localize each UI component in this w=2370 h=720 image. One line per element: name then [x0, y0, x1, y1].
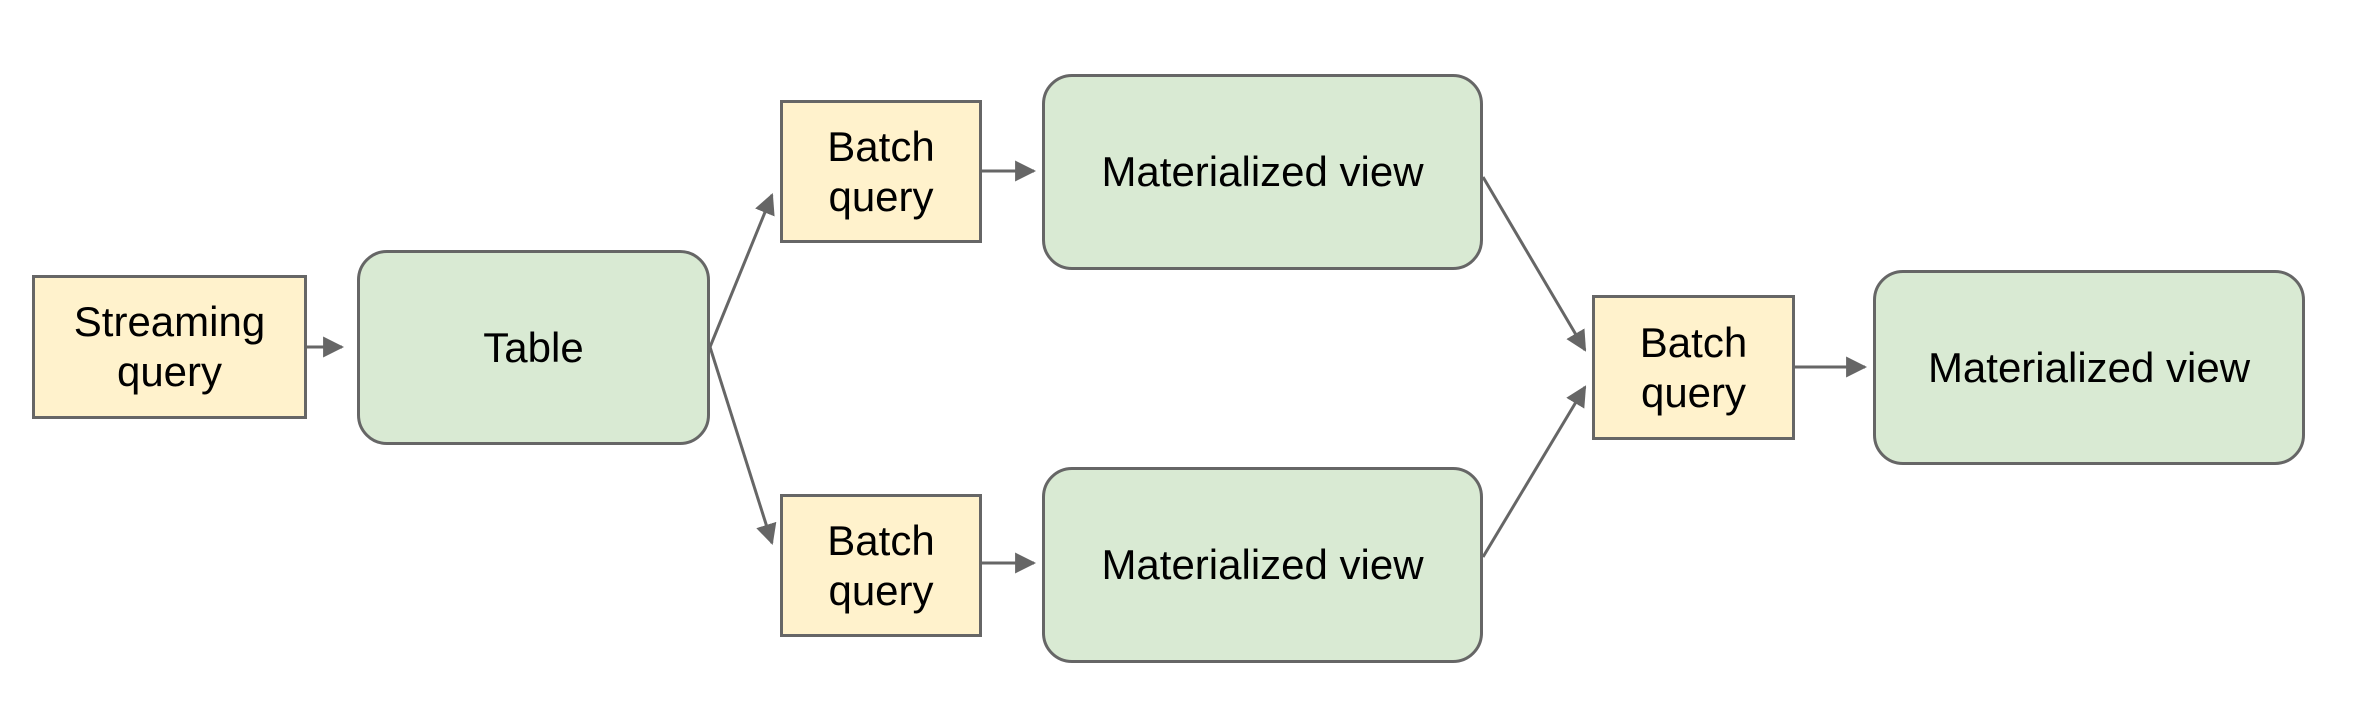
node-materialized-view-top-label: Materialized view — [1101, 148, 1424, 196]
node-table: Table — [357, 250, 710, 445]
node-batch-query-bottom: Batch query — [780, 494, 982, 637]
node-batch-query-bottom-label: Batch query — [827, 516, 935, 614]
edge-materialized-view-bottom-to-batch-query-right — [1481, 385, 1587, 558]
edge-table-to-batch-query-bottom — [708, 346, 777, 546]
node-materialized-view-right-label: Materialized view — [1927, 343, 2251, 391]
edge-materialized-view-top-to-batch-query-right — [1481, 176, 1587, 352]
node-batch-query-right-label: Batch query — [1639, 318, 1748, 416]
node-batch-query-top-label: Batch query — [827, 122, 935, 220]
edge-table-to-batch-query-top — [708, 193, 775, 348]
node-batch-query-top: Batch query — [780, 100, 982, 243]
node-materialized-view-top: Materialized view — [1042, 74, 1483, 270]
node-materialized-view-bottom: Materialized view — [1042, 467, 1483, 663]
node-streaming-query-label: Streaming query — [73, 298, 266, 395]
node-materialized-view-right: Materialized view — [1873, 270, 2305, 465]
node-streaming-query: Streaming query — [32, 275, 307, 419]
node-materialized-view-bottom-label: Materialized view — [1101, 541, 1424, 589]
node-batch-query-right: Batch query — [1592, 295, 1795, 440]
node-table-label: Table — [483, 323, 584, 371]
